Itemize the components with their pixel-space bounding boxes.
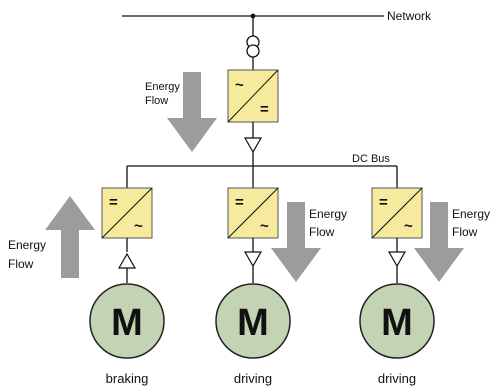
drive-1-diode-icon	[117, 252, 137, 269]
drive-3-converter-bottom-symbol: ~	[404, 218, 413, 235]
drive-1-converter-bottom-symbol: ~	[134, 218, 143, 235]
dc-bus-label: DC Bus	[352, 153, 390, 165]
supply-energy-flow-label-line2: Flow	[145, 95, 168, 107]
drive-1-energy-flow-label-line1: Energy	[8, 238, 46, 252]
drive-3-energy-flow-label-line2: Flow	[452, 225, 478, 239]
drive-1-converter-top-symbol: =	[109, 194, 118, 211]
drive-2-motor-icon	[215, 283, 291, 359]
drive-3-state-label: driving	[378, 371, 416, 386]
drive-3-energy-flow-label-line1: Energy	[452, 207, 490, 221]
drive-2-motor-label: M	[237, 302, 269, 344]
drive-2-energy-flow-label-line1: Energy	[309, 207, 347, 221]
drive-2-diode-icon	[243, 251, 263, 268]
drive-2-state-label: driving	[234, 371, 272, 386]
drive-2-energy-flow-arrow	[271, 202, 321, 282]
drive-1-energy-flow-arrow	[45, 196, 95, 278]
drive-1-state-label: braking	[106, 371, 149, 386]
drive-3-motor-icon	[359, 283, 435, 359]
drive-2-converter: = ~	[227, 187, 279, 239]
drive-3-diode-icon	[387, 251, 407, 268]
supply-converter: ~ =	[227, 69, 279, 123]
supply-energy-flow-arrow	[167, 72, 217, 152]
drive-driving-2: = ~ M driving Energy Flow	[359, 166, 490, 386]
drive-2-energy-flow-label-line2: Flow	[309, 225, 335, 239]
network-label: Network	[387, 9, 432, 23]
drive-1-motor-icon	[89, 283, 165, 359]
supply-energy-flow-label-line1: Energy	[145, 81, 180, 93]
drive-1-energy-flow-label-line2: Flow	[8, 257, 34, 271]
drive-1-motor-label: M	[111, 302, 143, 344]
drive-braking: = ~ M braking Energy Flow	[8, 166, 165, 386]
drive-3-converter-top-symbol: =	[379, 194, 388, 211]
drive-driving-1: = ~ M driving Energy Flow	[215, 166, 347, 386]
drive-1-converter: = ~	[101, 187, 153, 239]
supply-converter-top-symbol: ~	[235, 77, 244, 94]
drive-3-energy-flow-arrow	[414, 202, 464, 282]
drive-3-motor-label: M	[381, 302, 413, 344]
supply-diode-icon	[243, 137, 263, 154]
drive-2-converter-top-symbol: =	[235, 194, 244, 211]
supply-converter-bottom-symbol: =	[260, 101, 269, 118]
drive-2-converter-bottom-symbol: ~	[260, 218, 269, 235]
drive-3-converter: = ~	[371, 187, 423, 239]
transformer-icon	[246, 35, 260, 58]
